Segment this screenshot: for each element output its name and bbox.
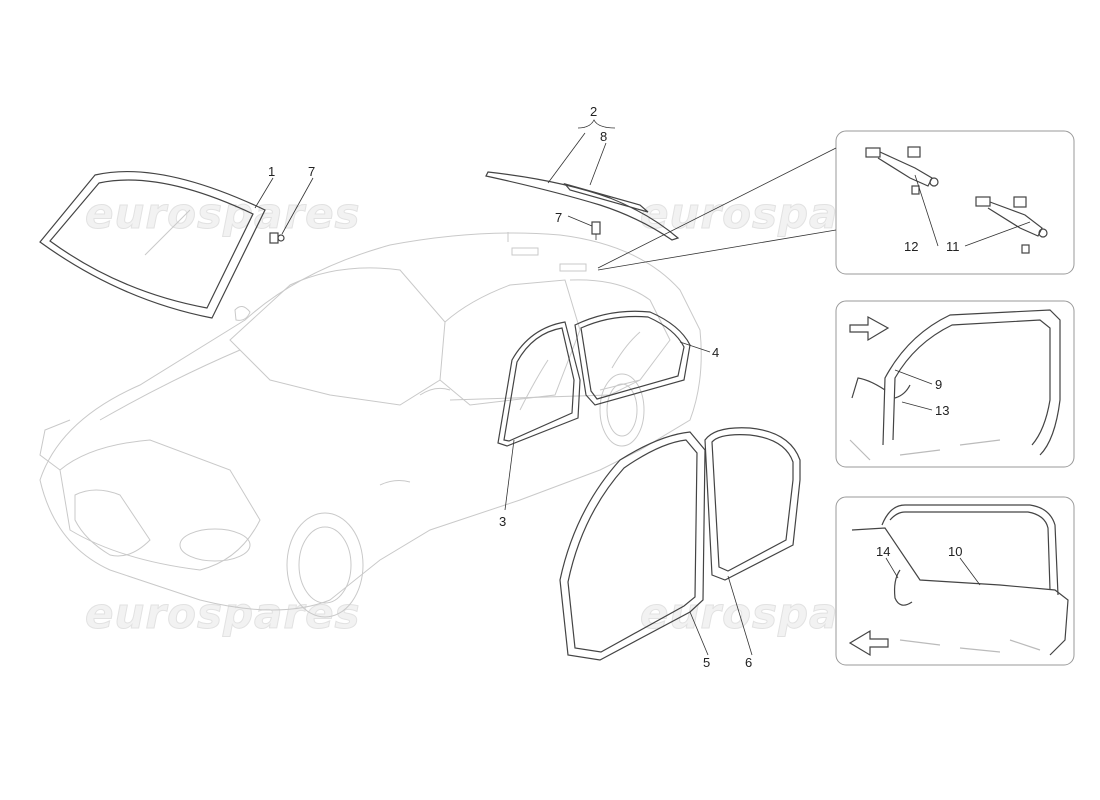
clip-part-7a (269, 232, 285, 244)
callout-7-roof: 7 (555, 210, 562, 225)
front-door-seal-part (559, 431, 706, 661)
callout-1: 1 (268, 164, 275, 179)
callout-3: 3 (499, 514, 506, 529)
callout-6: 6 (745, 655, 752, 670)
rear-door-seal-part (704, 427, 801, 581)
callout-12: 12 (904, 239, 918, 254)
car-outline (39, 232, 702, 618)
roof-clips (507, 232, 587, 272)
callout-11: 11 (946, 239, 960, 254)
callout-13: 13 (935, 403, 949, 418)
callout-14: 14 (876, 544, 890, 559)
callout-9: 9 (935, 377, 942, 392)
windscreen-part (39, 170, 266, 319)
watermarks: eurospares eurospares eurospares eurospa… (85, 189, 916, 639)
callout-4: 4 (712, 345, 719, 360)
callout-2: 2 (590, 104, 597, 119)
callouts: 1 7 2 8 7 4 3 5 6 12 11 9 13 14 10 (268, 104, 962, 670)
callout-5: 5 (703, 655, 710, 670)
watermark-bottom-left: eurospares (85, 589, 361, 638)
leader-lines (254, 119, 1031, 656)
callout-7-windscreen: 7 (308, 164, 315, 179)
front-door-glass-part (497, 321, 581, 447)
detail-panel-rear-door (835, 496, 1075, 666)
clip-part-7b (591, 221, 601, 240)
detail-panel-connectors (835, 130, 1075, 275)
roof-trim-part (485, 171, 680, 241)
watermark-top-left: eurospares (85, 189, 361, 238)
detail-panel-front-door (835, 300, 1075, 468)
callout-8: 8 (600, 129, 607, 144)
callout-10: 10 (948, 544, 962, 559)
